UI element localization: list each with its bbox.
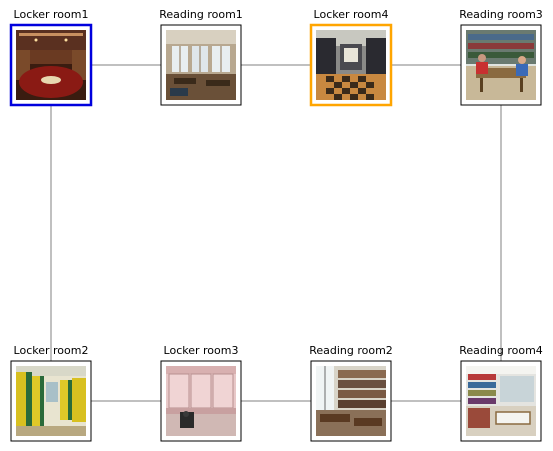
node-reading-room4[interactable]: Reading room4 bbox=[459, 344, 543, 442]
node-label: Reading room4 bbox=[459, 344, 543, 357]
node-reading-room3[interactable]: Reading room3 bbox=[459, 8, 543, 106]
node-label: Locker room3 bbox=[164, 344, 239, 357]
reading-room-thumbnail bbox=[166, 30, 236, 100]
node-locker-room1[interactable]: Locker room1 bbox=[9, 8, 93, 107]
node-locker-room3[interactable]: Locker room3 bbox=[160, 344, 242, 442]
reading-room-thumbnail bbox=[466, 366, 536, 436]
node-label: Reading room1 bbox=[159, 8, 243, 21]
locker-room-thumbnail bbox=[316, 30, 386, 100]
edges bbox=[50, 64, 502, 402]
node-locker-room4[interactable]: Locker room4 bbox=[309, 8, 393, 107]
locker-room-thumbnail bbox=[16, 30, 86, 100]
node-label: Locker room4 bbox=[314, 8, 389, 21]
locker-room-thumbnail bbox=[16, 366, 86, 436]
node-reading-room2[interactable]: Reading room2 bbox=[309, 344, 393, 442]
node-label: Reading room3 bbox=[459, 8, 543, 21]
reading-room-thumbnail bbox=[316, 366, 386, 436]
locker-room-thumbnail bbox=[166, 366, 236, 436]
node-label: Reading room2 bbox=[309, 344, 393, 357]
node-label: Locker room1 bbox=[14, 8, 89, 21]
reading-room-thumbnail bbox=[466, 30, 536, 100]
node-reading-room1[interactable]: Reading room1 bbox=[159, 8, 243, 106]
node-label: Locker room2 bbox=[14, 344, 89, 357]
node-locker-room2[interactable]: Locker room2 bbox=[10, 344, 92, 442]
